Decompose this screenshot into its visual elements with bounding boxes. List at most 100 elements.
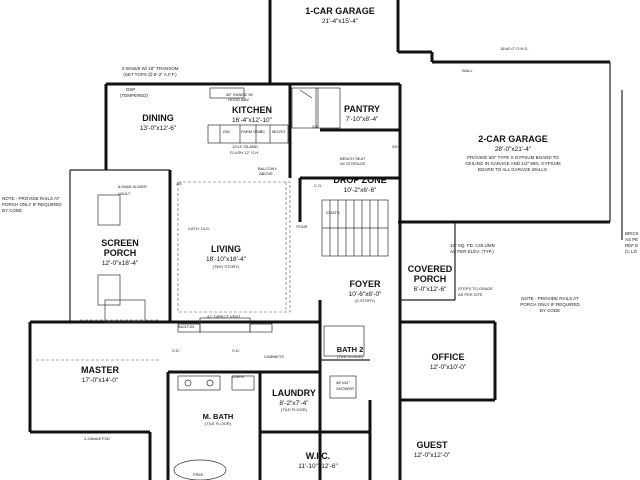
drop-zone-dim: 10'-2"x6'-6" <box>344 187 377 194</box>
foyer-dim: 10'-6"x8'-0" <box>349 291 382 298</box>
kitchen-fixtures <box>207 87 341 144</box>
garage2-note2: CEILING IN GARAGE AND 1/2" MIN. GYPSUM <box>465 161 561 166</box>
garage2-dim: 28'-0"x21'-4" <box>495 146 532 153</box>
note-brick3: REF E <box>625 243 638 248</box>
note-dw: DW <box>223 129 230 134</box>
note-flush: FLUSH 12" O.H. <box>230 150 259 155</box>
note-transom-top: 3-3/0x6/8 W/ 18" TRANSOM <box>121 66 178 71</box>
laundry-name: LAUNDRY <box>272 388 316 398</box>
note-tc: TC <box>260 129 265 134</box>
note-26-a: 2/6 <box>392 144 398 149</box>
note-sd-1: S.D. <box>172 348 180 353</box>
note-tempered: (TEMPERED) <box>120 93 149 98</box>
kitchen-dim: 16'-4"x12'-10" <box>232 117 273 124</box>
note-vault: VAULT <box>118 191 131 196</box>
note-left: NOTE - PROVIDE RAILS AT <box>2 196 60 201</box>
note-free: FREE <box>193 472 204 477</box>
covered-porch-name2: PORCH <box>414 274 447 284</box>
drop-zone-name: DROP ZONE <box>333 175 386 185</box>
note-dsp-fxd: 3-2/6x6/8 FXD <box>84 436 110 441</box>
living-sub: (TWO STORY) <box>213 264 240 269</box>
garage1-name: 1-CAR GARAGE <box>305 6 375 16</box>
dining-name: DINING <box>142 113 174 123</box>
note-brick: BRICK <box>625 231 639 236</box>
master-name: MASTER <box>81 365 120 375</box>
laundry-sub: (TILE FLOOR) <box>281 407 308 412</box>
note-ohd: 18'x8'-0" O.H.D. <box>500 46 529 51</box>
note-island: 12'x3' ISLAND <box>232 144 258 149</box>
bath2-name: BATH 2 <box>337 345 364 354</box>
note-cath-clg: CATH. CLG. <box>188 226 210 231</box>
note-shower: 48"x34" <box>336 380 350 385</box>
garage2-note3: BOARD TO ALL GARAGE WALLS. <box>478 167 548 172</box>
note-28-a: 2/8 <box>176 181 182 186</box>
note-column: 10" SQ. FD. COLUMN <box>450 243 495 248</box>
guest-name: GUEST <box>416 440 448 450</box>
note-farm-sink: FARM SINK <box>241 129 263 134</box>
garage1-dim: 21'-4"x15'-4" <box>322 18 359 25</box>
note-hood: HOOD ABV. <box>228 97 250 102</box>
mbath-sub: (TILE FLOOR) <box>205 421 232 426</box>
kitchen-name: KITCHEN <box>232 105 272 115</box>
fireplace <box>177 317 273 333</box>
note-shower2: SHOWER <box>336 386 354 391</box>
note-cabinets: CABINETS <box>264 354 284 359</box>
office-name: OFFICE <box>432 352 465 362</box>
note-slider: 6-0x6/8 SLIDER <box>118 184 147 189</box>
note-column2: AS PER ELEV. (TYP.) <box>450 249 494 254</box>
note-stair: STAIR <box>296 224 308 229</box>
note-co: C.O. <box>314 183 322 188</box>
living-name: LIVING <box>211 244 241 254</box>
annotations: 3-3/0x6/8 W/ 18" TRANSOM (SET TOPS @ 8'-… <box>2 46 639 477</box>
note-left3: BY CODE <box>2 208 22 213</box>
note-left2: PORCH ONLY IF REQUIRED <box>2 202 62 207</box>
note-storage: W/ STORAGE <box>340 161 366 166</box>
note-wall: WALL <box>462 68 474 73</box>
note-steps: STEPS TO GRADE <box>458 286 493 291</box>
dining-dim: 13'-0"x12'-6" <box>140 125 177 132</box>
note-24-a: 2/4 <box>312 124 318 129</box>
note-transom-top2: (SET TOPS @ 8'-2" A.F.F.) <box>123 72 177 77</box>
laundry-dim: 8'-2"x7'-4" <box>279 400 309 407</box>
wic-dim: 11'-10"x12'-6" <box>298 463 338 470</box>
note-coats: COATS <box>326 210 340 215</box>
note-range: 36" RANGE W/ <box>226 92 254 97</box>
screen-porch-name2: PORCH <box>104 248 137 258</box>
pantry-dim: 7'-10"x8'-4" <box>346 116 379 123</box>
bath2-sub: (TILE FLOOR) <box>337 354 364 359</box>
note-fireplace: 42" DIRECT VENT <box>207 314 241 319</box>
note-steps2: AS PER SITE <box>458 292 483 297</box>
foyer-name: FOYER <box>349 279 381 289</box>
note-built-in: BUILT-IN <box>178 324 194 329</box>
living-dim: 18'-10"x18'-4" <box>206 256 247 263</box>
garage2-note1: PROVIDE 5/8" TYPE X GYPSUM BOARD TO <box>467 155 559 160</box>
screen-porch-dim: 12'-0"x18'-4" <box>102 260 139 267</box>
dashed-lines <box>36 181 291 361</box>
foyer-sub: (2-STORY) <box>355 298 376 303</box>
note-rail3: BY CODE <box>540 308 560 313</box>
note-micro: MICRO <box>272 129 285 134</box>
note-sd-2: S.D. <box>232 348 240 353</box>
note-brick2: AS PE <box>625 237 638 242</box>
note-above: ABOVE <box>259 171 273 176</box>
covered-porch-dim: 6'-0"x12'-6" <box>414 286 447 293</box>
porch-fixtures <box>97 194 146 323</box>
master-dim: 17'-0"x14'-0" <box>82 377 119 384</box>
room-labels: 1-CAR GARAGE 21'-4"x15'-4" 2-CAR GARAGE … <box>81 6 561 470</box>
note-bench: BENCH SEAT <box>340 156 366 161</box>
note-rail: NOTE - PROVIDE RAILS AT <box>521 296 579 301</box>
office-dim: 12'-0"x10'-0" <box>430 364 467 371</box>
pantry-name: PANTRY <box>344 104 380 114</box>
bath-fixtures <box>173 325 365 480</box>
garage2-name: 2-CAR GARAGE <box>478 134 548 144</box>
note-brick4: (C LO <box>625 249 638 254</box>
stairs <box>321 199 389 257</box>
note-dsp: DSP <box>126 87 135 92</box>
note-rail2: PORCH ONLY IF REQUIRED <box>520 302 580 307</box>
note-linen: LINEN <box>232 374 244 379</box>
screen-porch-name: SCREEN <box>101 238 139 248</box>
wic-name: W.I.C. <box>306 451 331 461</box>
exterior-walls <box>28 0 623 480</box>
note-balcony: BALCONY <box>258 166 277 171</box>
